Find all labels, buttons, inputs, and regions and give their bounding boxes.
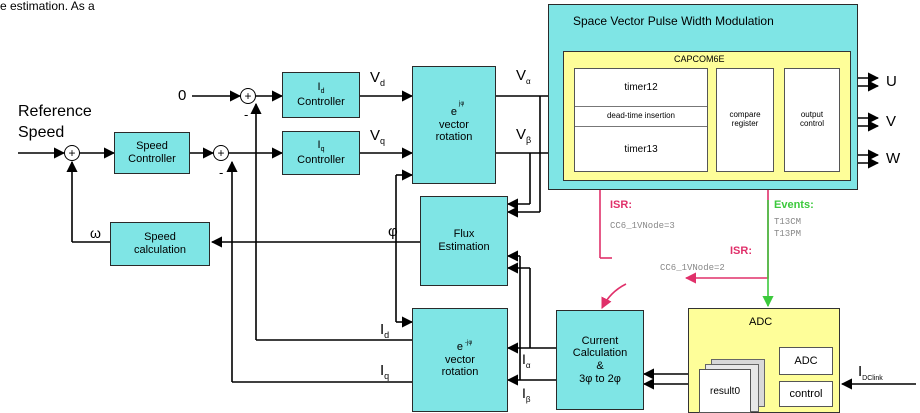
forward-rotation-exponent: -jφ [465, 340, 472, 347]
vd-label: Vd [370, 70, 385, 88]
capcom6e-block: CAPCOM6E timer12 dead-time insertion tim… [563, 51, 851, 181]
inverse-rotation-text: e vector rotation [436, 106, 473, 144]
inverse-rotation-exponent: jφ [459, 101, 464, 108]
current-calculation-block: Current Calculation & 3φ to 2φ [556, 310, 644, 410]
valpha-label: Vα [516, 68, 531, 86]
phi-label: φ [388, 224, 398, 239]
adc-converter: ADC [779, 347, 833, 375]
deadtime-block: dead-time insertion [575, 107, 707, 127]
result0-register: result0 [699, 369, 751, 413]
minus-sign: - [244, 108, 248, 121]
vbeta-label: Vβ [516, 127, 531, 145]
sum-junction-speed: + [64, 145, 80, 161]
speed-calculation-block: Speed calculation [110, 222, 210, 266]
output-v: V [886, 114, 896, 129]
timer-group: timer12 dead-time insertion timer13 [574, 68, 708, 172]
adc-block: ADC result0 ADC control [688, 308, 840, 413]
capcom6e-title: CAPCOM6E [674, 55, 725, 64]
svpwm-title: Space Vector Pulse Width Modulation [573, 15, 774, 27]
id-controller-label: Controller [297, 96, 345, 109]
id-label: Id [380, 322, 389, 340]
iq-controller-block: Iq Controller [282, 131, 360, 175]
forward-rotation-text: e vector rotation [442, 341, 479, 379]
isr1-value: CC6_1VNode=3 [610, 222, 675, 231]
isr2-label: ISR: [730, 246, 752, 257]
intro-text: e estimation. As a [0, 0, 95, 12]
inverse-vector-rotation-block: e vector rotation jφ [412, 66, 496, 184]
isr1-label: ISR: [610, 200, 632, 211]
omega-label: ω [90, 226, 101, 240]
compare-register-block: compare register [716, 68, 774, 172]
iq-controller-symbol: Iq [318, 139, 325, 154]
reference-label-line2: Speed [18, 125, 64, 141]
iq-controller-label: Controller [297, 154, 345, 167]
output-control-block: output control [784, 68, 840, 172]
id-controller-block: Id Controller [282, 72, 360, 118]
events-value-1: T13CM [774, 218, 801, 227]
zero-input: 0 [178, 88, 186, 103]
adc-control: control [779, 381, 833, 407]
flux-estimation-block: Flux Estimation [420, 196, 508, 286]
reference-label-line1: Reference [18, 104, 92, 120]
vq-label: Vq [370, 128, 385, 146]
idclink-label: IDClink [858, 364, 883, 382]
sum-junction-id: + [240, 88, 256, 104]
events-label: Events: [774, 200, 814, 211]
adc-title: ADC [749, 317, 772, 328]
sum-junction-iq: + [213, 145, 229, 161]
events-value-2: T13PM [774, 230, 801, 239]
timer13-block: timer13 [575, 127, 707, 171]
svpwm-block: Space Vector Pulse Width Modulation CAPC… [548, 4, 858, 190]
iq-label: Iq [380, 363, 389, 381]
ialpha-label: Iα [522, 352, 531, 370]
output-w: W [886, 151, 900, 166]
id-controller-symbol: Id [318, 81, 325, 96]
speed-controller-block: Speed Controller [114, 132, 190, 174]
forward-vector-rotation-block: e vector rotation -jφ [412, 308, 508, 412]
timer12-block: timer12 [575, 69, 707, 107]
isr2-value: CC6_1VNode=2 [660, 264, 725, 273]
ibeta-label: Iβ [522, 386, 531, 404]
output-u: U [886, 74, 897, 89]
minus-sign: - [219, 166, 223, 179]
minus-sign: - [68, 164, 72, 177]
